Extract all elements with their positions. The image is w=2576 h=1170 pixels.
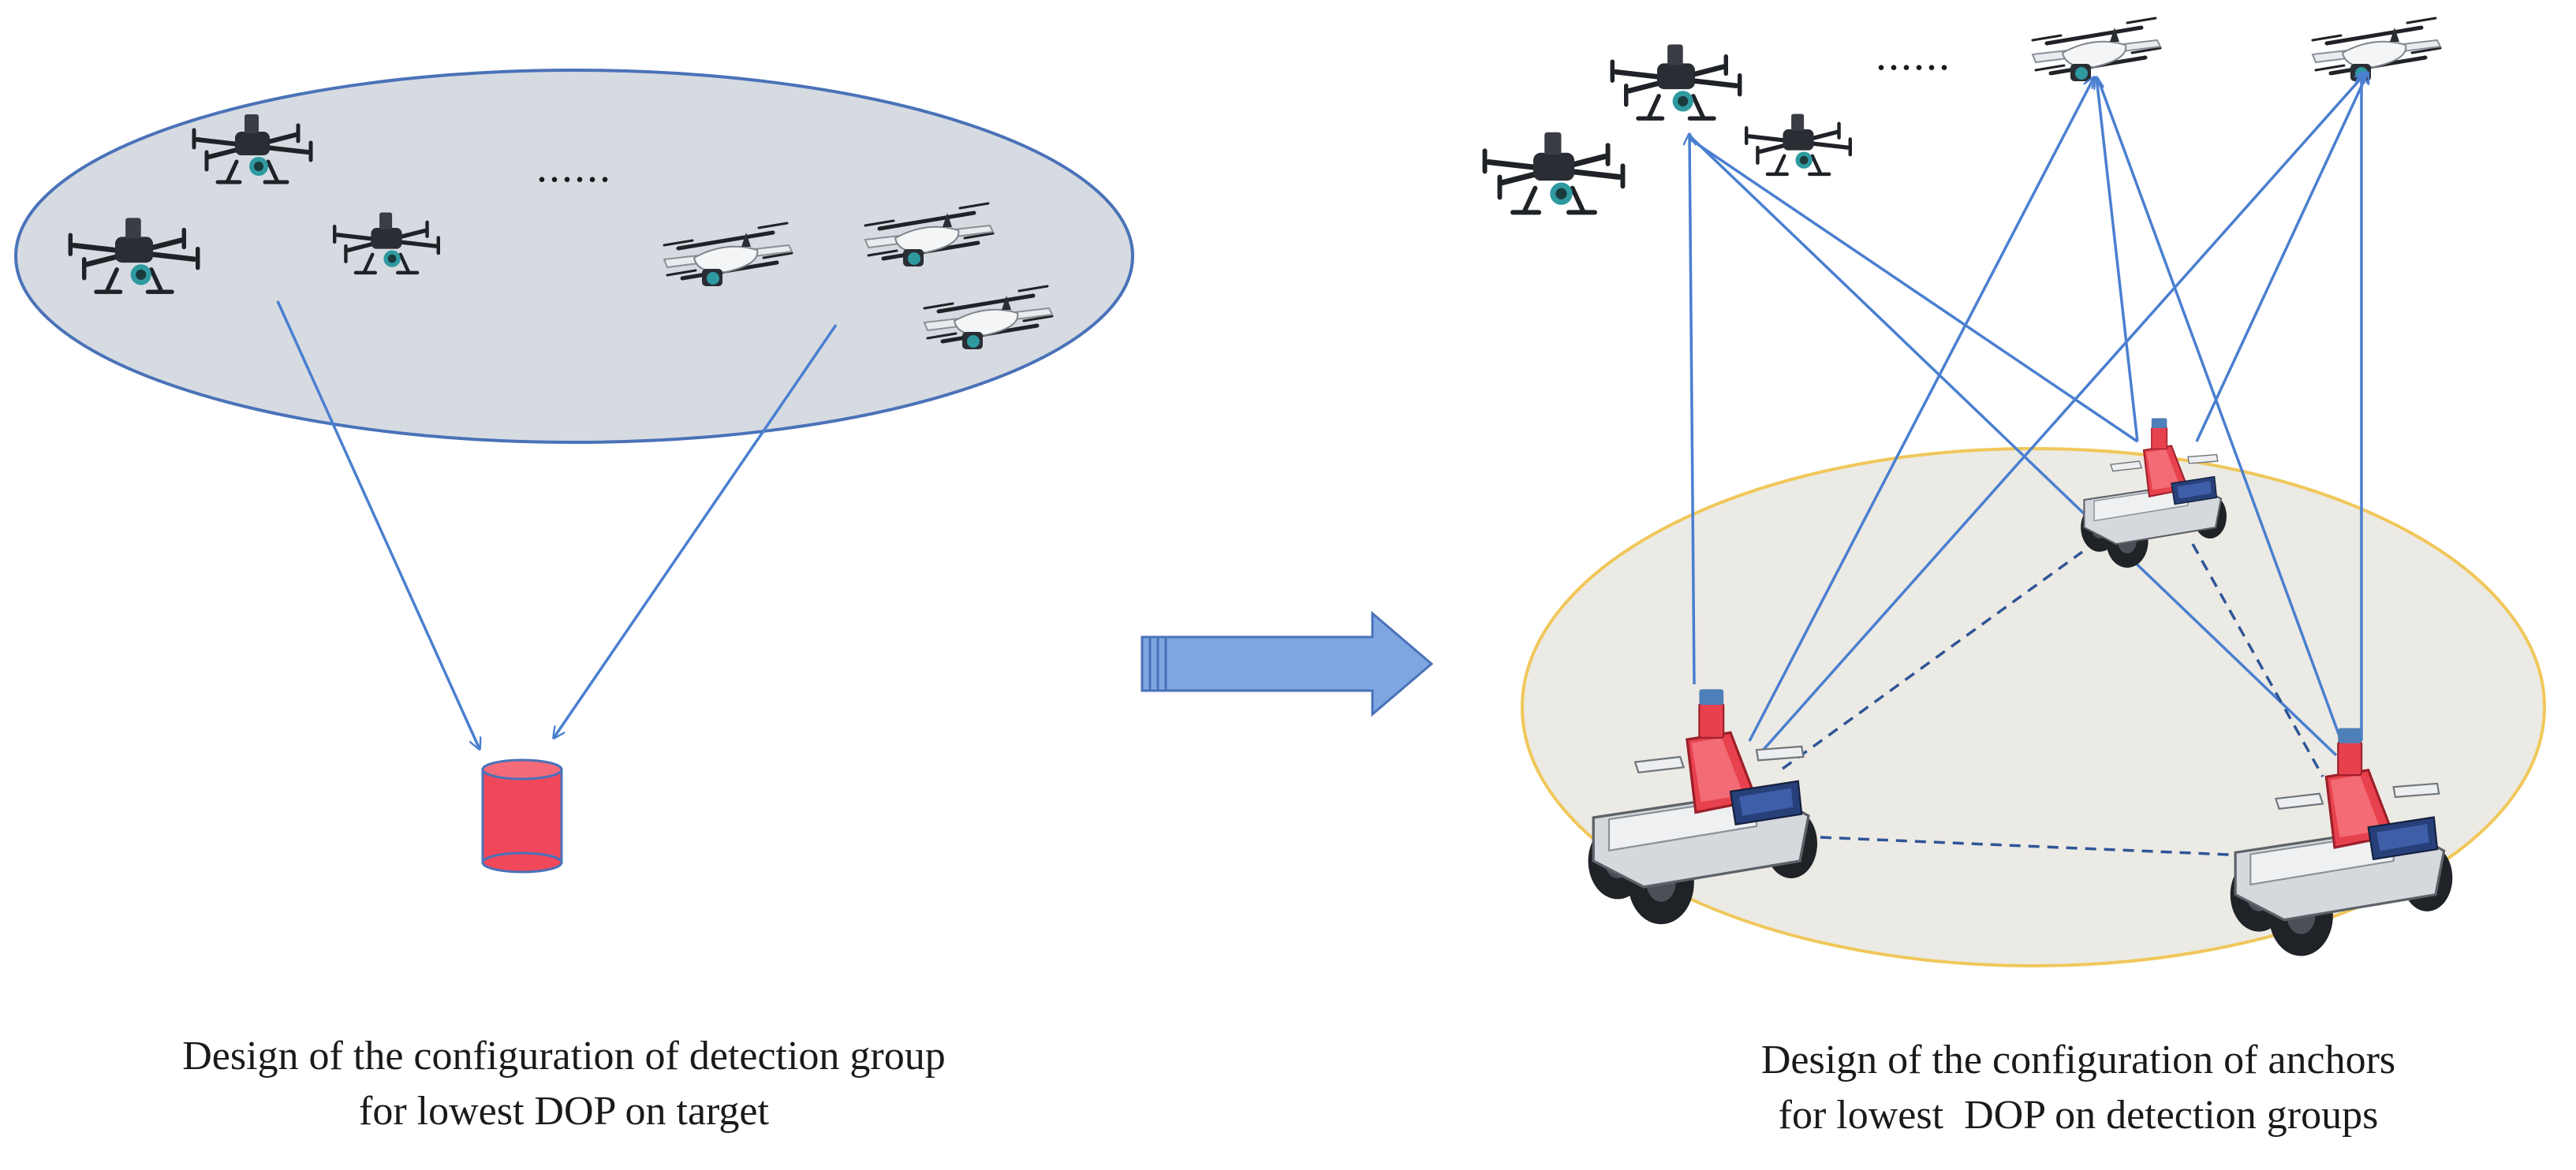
caption-line: for lowest DOP on detection groups (1778, 1093, 2379, 1138)
caption-line: for lowest DOP on target (359, 1089, 769, 1134)
quadcopter-drone-icon (1612, 44, 1739, 118)
caption-anchors: Design of the configuration of anchors f… (1625, 1033, 2532, 1143)
vtol-drone-icon (2313, 18, 2440, 81)
quadcopter-drone-icon (1746, 114, 1850, 173)
detection-group-ellipse (14, 69, 1134, 444)
anchor-link-lines (1689, 73, 2368, 757)
caption-detection-group: Design of the configuration of detection… (55, 1029, 1073, 1139)
quadcopter-drone-icon (1485, 132, 1623, 213)
link-line (554, 324, 838, 738)
ellipsis-right: ...... (1876, 31, 1951, 80)
anchor-baseline-dashes (1781, 543, 2324, 857)
transition-arrow-icon (1141, 610, 1434, 717)
vtol-drone-icon (2033, 18, 2160, 81)
caption-line: Design of the configuration of anchors (1760, 1038, 2396, 1082)
cylinder-target-icon (481, 758, 563, 874)
ellipsis-left: ...... (536, 143, 612, 192)
caption-line: Design of the configuration of detection… (182, 1034, 946, 1079)
link-line (276, 300, 480, 749)
